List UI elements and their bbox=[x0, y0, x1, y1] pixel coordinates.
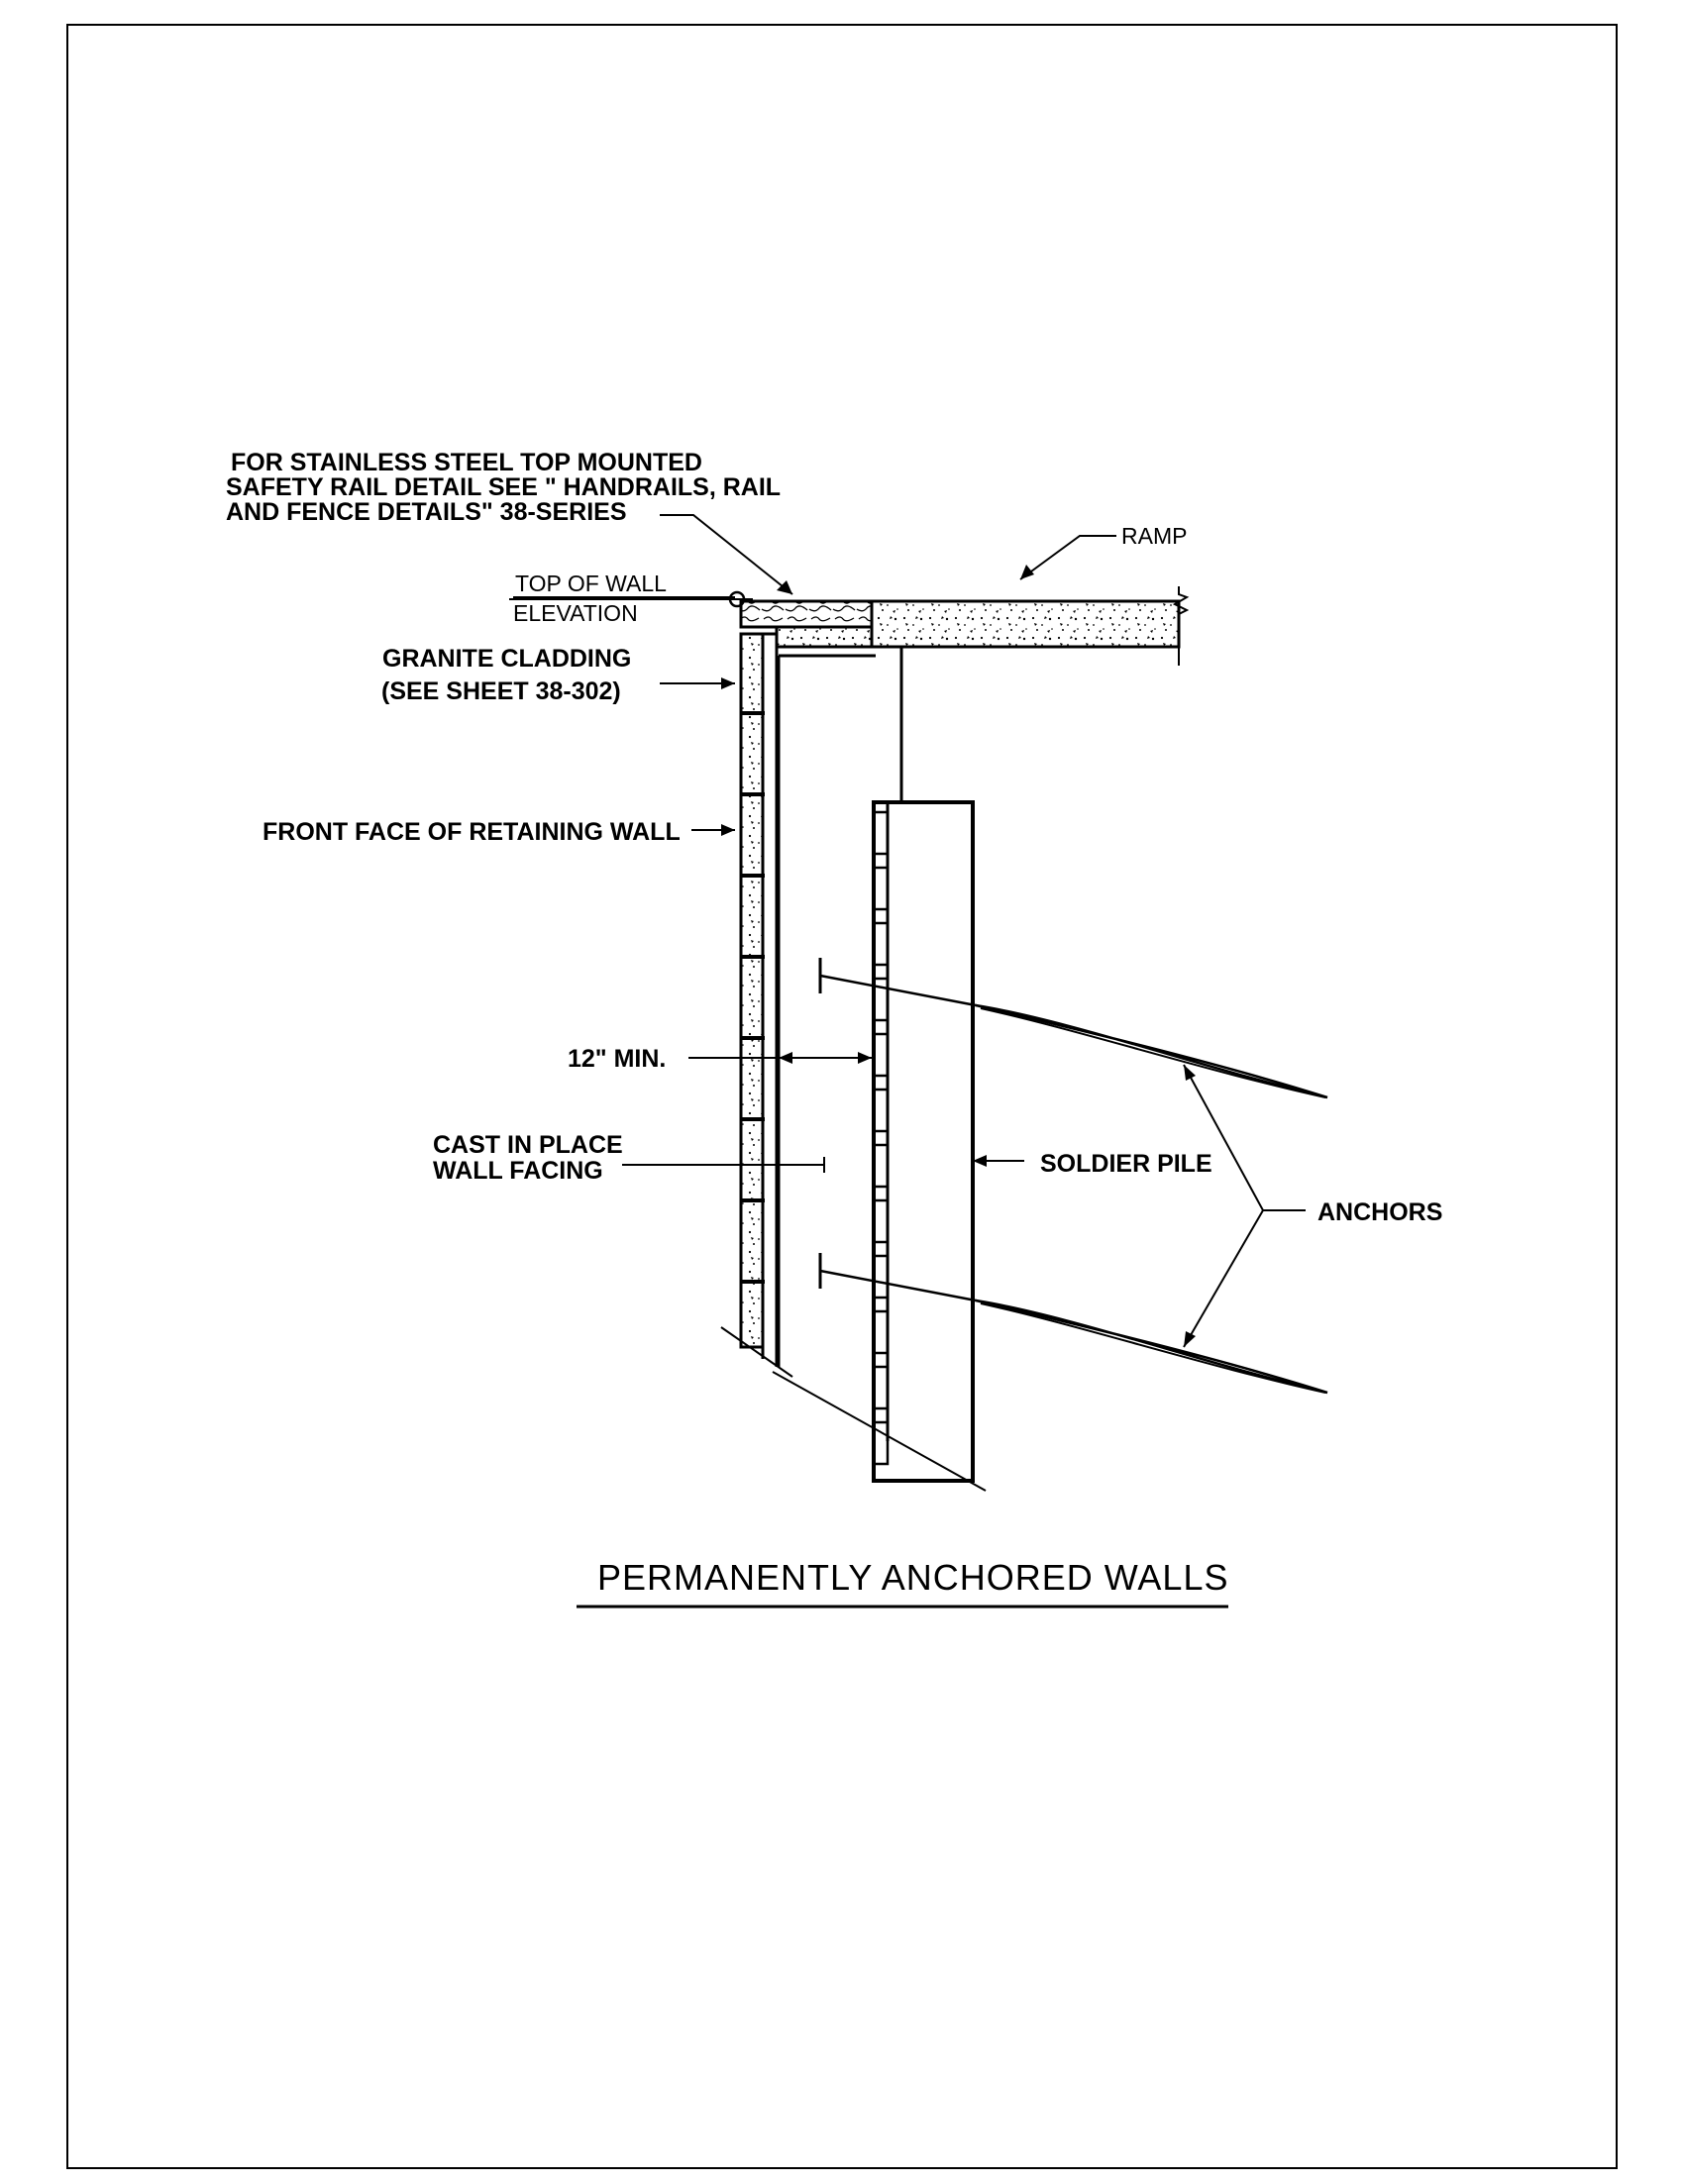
ground-line-2 bbox=[772, 1371, 987, 1492]
lagging-board bbox=[872, 977, 890, 1022]
sheet-border bbox=[66, 24, 1618, 2169]
cap-bedding bbox=[775, 625, 874, 649]
wall-facing-label: WALL FACING bbox=[433, 1157, 603, 1185]
lagging-board bbox=[872, 1198, 890, 1244]
granite-sheet-ref: (SEE SHEET 38-302) bbox=[381, 677, 621, 705]
lagging-board bbox=[872, 1420, 890, 1466]
timber-lagging bbox=[872, 810, 890, 1466]
lagging-board bbox=[872, 1032, 890, 1078]
wall-cap bbox=[739, 599, 874, 629]
drawing-title: PERMANENTLY ANCHORED WALLS bbox=[597, 1557, 1228, 1598]
lagging-board bbox=[872, 866, 890, 911]
lagging-board bbox=[872, 1365, 890, 1410]
lagging-board bbox=[872, 1143, 890, 1189]
front-face-label: FRONT FACE OF RETAINING WALL bbox=[263, 818, 681, 846]
rail-note-line-3: AND FENCE DETAILS" 38-SERIES bbox=[226, 498, 627, 526]
lagging-board bbox=[872, 1088, 890, 1133]
anchor-lower bbox=[818, 1253, 1328, 1395]
ground-line-1 bbox=[720, 1326, 793, 1378]
lagging-board bbox=[872, 921, 890, 967]
cast-in-place-label: CAST IN PLACE bbox=[433, 1131, 623, 1159]
rail-note-line-2: SAFETY RAIL DETAIL SEE " HANDRAILS, RAIL bbox=[226, 473, 781, 501]
anchor-upper bbox=[818, 958, 1328, 1099]
elevation-label: ELEVATION bbox=[513, 600, 638, 626]
lagging-board bbox=[872, 1309, 890, 1355]
top-of-wall-label: TOP OF WALL bbox=[515, 571, 667, 596]
lagging-board bbox=[872, 1254, 890, 1300]
cladding-joints bbox=[741, 711, 765, 1284]
leader-arrowheads bbox=[721, 565, 1196, 1347]
soldier-pile-label: SOLDIER PILE bbox=[1040, 1150, 1212, 1178]
ramp-label: RAMP bbox=[1121, 523, 1187, 549]
anchors-label: ANCHORS bbox=[1317, 1198, 1442, 1226]
granite-cladding bbox=[739, 632, 765, 1349]
soldier-pile bbox=[872, 800, 975, 1483]
leader-lines bbox=[513, 514, 1306, 1348]
rail-note-line-1: FOR STAINLESS STEEL TOP MOUNTED bbox=[231, 449, 702, 476]
lagging-board bbox=[872, 810, 890, 856]
break-line bbox=[1172, 586, 1190, 666]
ramp-slab bbox=[870, 599, 1181, 649]
wall-facing-front bbox=[761, 632, 779, 1363]
min-dimension-label: 12" MIN. bbox=[568, 1045, 666, 1073]
granite-cladding-label: GRANITE CLADDING bbox=[382, 645, 631, 673]
